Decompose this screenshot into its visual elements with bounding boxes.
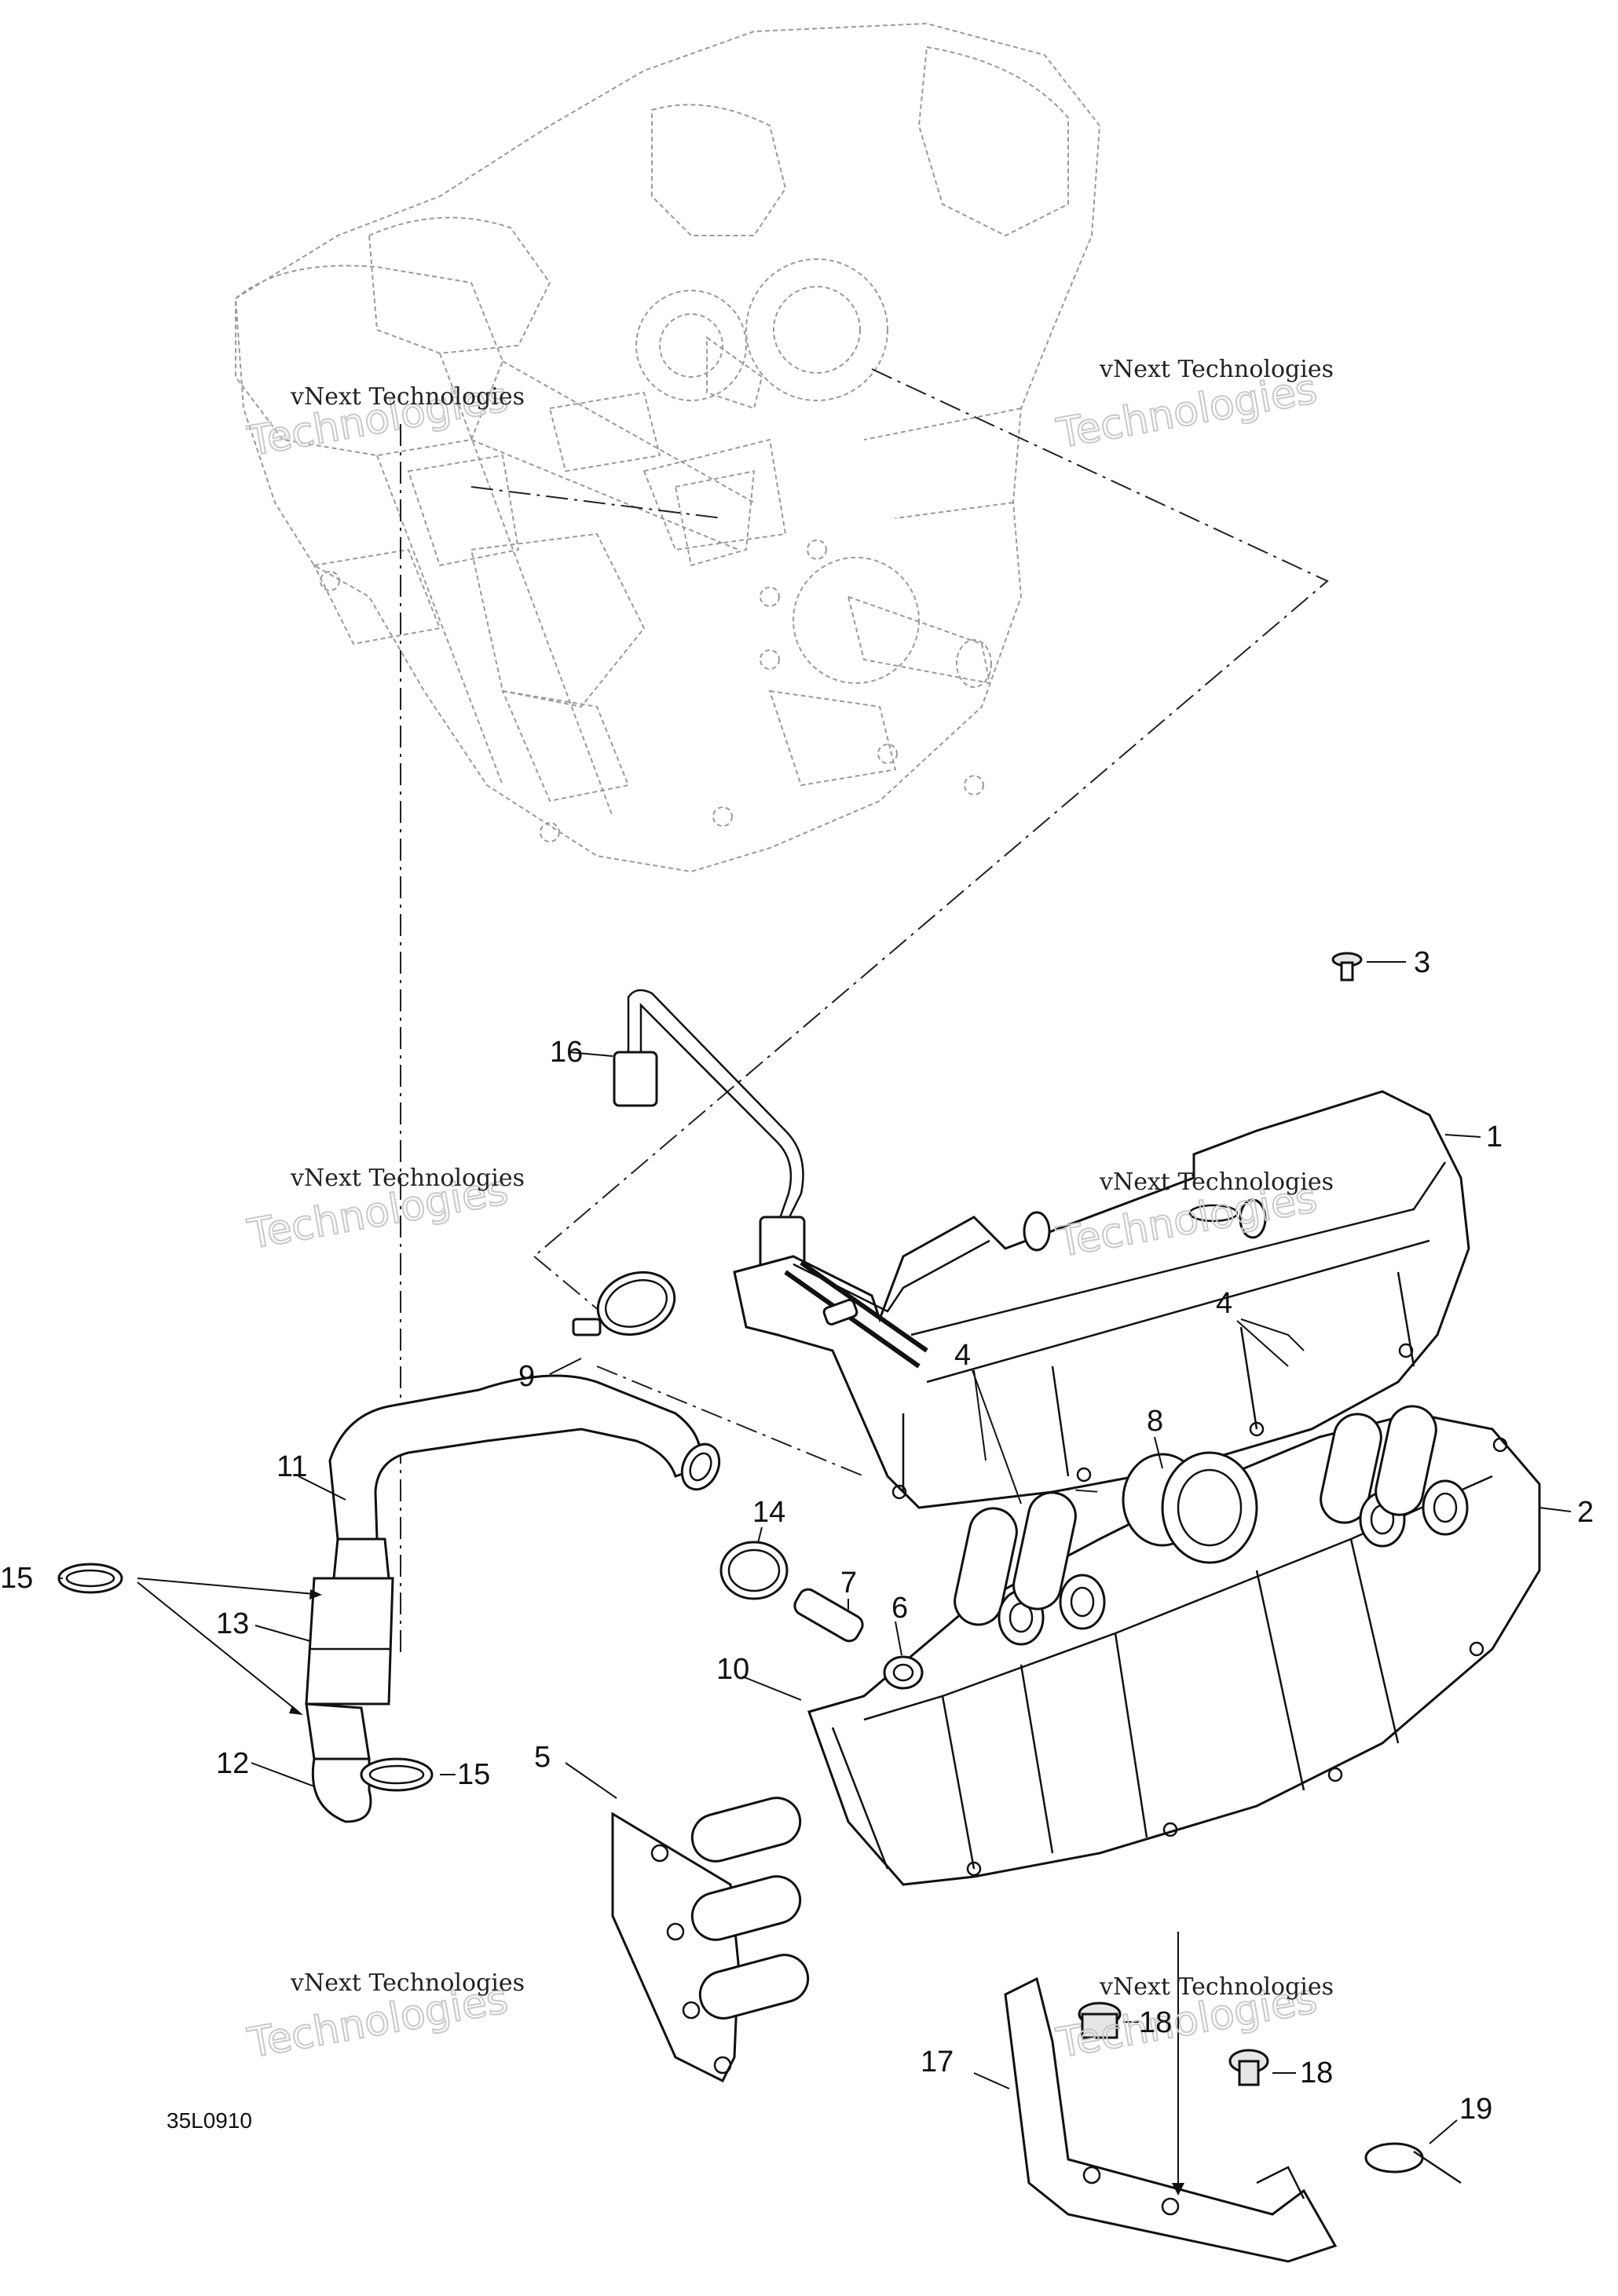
- clamps-part-15: [57, 1563, 434, 1792]
- velocity-stacks-part-5: [611, 1797, 810, 2083]
- callout-15: 15: [0, 1562, 33, 1595]
- callout-14: 14: [752, 1496, 785, 1529]
- callout-16: 17: [921, 2046, 954, 2078]
- hose-assembly: [305, 1374, 721, 1823]
- callout-4: 4: [1216, 1287, 1232, 1320]
- clamp-part-9: [572, 1270, 676, 1336]
- callout-10: 10: [716, 1653, 749, 1686]
- callout-12: 12: [216, 1747, 249, 1780]
- callout-5: 5: [534, 1741, 551, 1774]
- callouts: 3 1 2 4 4 8 14 7 6 10 5 9 16 11 13 12 15…: [0, 946, 1594, 2126]
- airbox-base-part-2: [807, 1405, 1541, 1886]
- bracket-part-16: [1004, 1932, 1338, 2263]
- callout-6: 6: [891, 1592, 908, 1625]
- callout-13: 13: [216, 1607, 249, 1640]
- callout-17: 16: [550, 1036, 583, 1069]
- cable-tie-part-19: [1364, 2142, 1462, 2184]
- watermark-text: vNext Technologies: [1099, 356, 1334, 383]
- strap-part-17: [613, 989, 806, 1274]
- callout-8: 8: [1147, 1405, 1163, 1438]
- leader-lines: [59, 961, 1572, 2144]
- callout-11: 11: [276, 1450, 307, 1483]
- callout-1: 1: [1486, 1121, 1503, 1153]
- callout-3: 3: [1414, 946, 1430, 979]
- callout-7: 7: [840, 1567, 857, 1600]
- screw-part-3: [1331, 952, 1363, 982]
- bumpers-part-18: [1078, 2002, 1269, 2086]
- watermark-text: vNext Technologies: [1099, 1168, 1334, 1196]
- watermark-text: vNext Technologies: [290, 383, 525, 411]
- callout-15: 15: [457, 1758, 490, 1791]
- callout-4: 4: [954, 1339, 971, 1372]
- watermark-text: vNext Technologies: [1099, 1973, 1334, 2001]
- watermark-text: vNext Technologies: [290, 1164, 525, 1192]
- callout-9: 9: [518, 1360, 535, 1393]
- watermark-text: vNext Technologies: [290, 1969, 525, 1997]
- callout-18: 18: [1300, 2057, 1333, 2089]
- engine-ghost: [234, 22, 1101, 873]
- reference-code: 35L0910: [167, 2108, 252, 2133]
- callout-18: 18: [1139, 2006, 1172, 2039]
- callout-2: 2: [1577, 1496, 1594, 1529]
- callout-19: 19: [1459, 2093, 1492, 2126]
- airbox-cover-part-1: [733, 1090, 1470, 1509]
- small-parts-14-7-6: [719, 1541, 924, 1690]
